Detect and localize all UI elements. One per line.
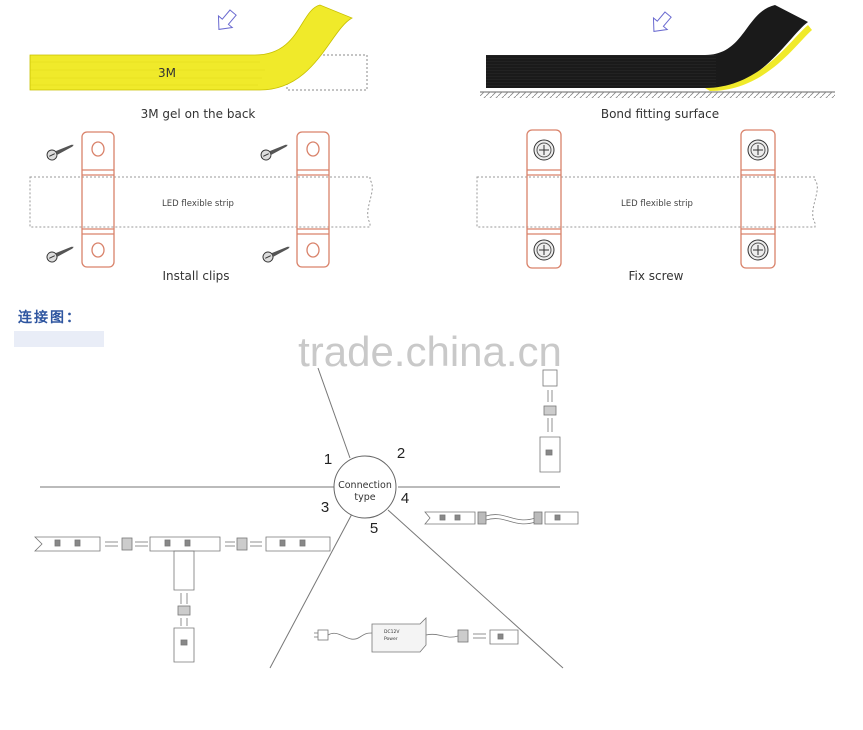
connection-number-2: 2 bbox=[397, 445, 405, 462]
divider-lines bbox=[40, 367, 564, 669]
hub-circle bbox=[333, 455, 397, 519]
screw-head-icon bbox=[533, 239, 555, 261]
yellow-3m-tape bbox=[29, 4, 353, 91]
power-box-label2: Power bbox=[384, 636, 398, 642]
screw-icon bbox=[260, 144, 288, 161]
led-strip-outline bbox=[476, 176, 818, 228]
hub-label-line2: type bbox=[354, 492, 375, 503]
clip-right bbox=[296, 131, 330, 268]
connection-number-4: 4 bbox=[401, 490, 409, 507]
connection-number-1: 1 bbox=[324, 451, 332, 468]
screw-icon bbox=[46, 246, 74, 263]
clip-left bbox=[81, 131, 115, 268]
caption-bond-surface: Bond fitting surface bbox=[601, 107, 719, 121]
yellow-adhesive-layer bbox=[705, 25, 812, 91]
arrow-icon bbox=[652, 11, 672, 32]
panel-install-clips: LED flexible strip Insta bbox=[29, 131, 373, 283]
title-shadow bbox=[14, 331, 104, 347]
connection-number-5: 5 bbox=[370, 520, 378, 537]
arrow-icon bbox=[217, 9, 237, 30]
power-box bbox=[371, 617, 427, 653]
section-title: 连接图： bbox=[18, 309, 82, 326]
strip-label: LED flexible strip bbox=[621, 199, 693, 209]
connection-number-3: 3 bbox=[321, 499, 329, 516]
panel-bond-surface: Bond fitting surface bbox=[480, 5, 835, 121]
led-strip-outline bbox=[29, 176, 373, 228]
panel-fix-screw: LED flexible strip Fix screw bbox=[476, 129, 818, 283]
type4-cable-connector bbox=[424, 511, 579, 525]
screw-icon bbox=[46, 144, 74, 161]
surface-hatch bbox=[480, 92, 835, 98]
type5-power-supply: DC12V Power bbox=[314, 617, 519, 653]
screw-head-icon bbox=[747, 139, 769, 161]
tape-texture bbox=[30, 61, 265, 86]
watermark: trade.china.cn bbox=[298, 328, 562, 375]
screw-head-icon bbox=[533, 139, 555, 161]
screw-head-icon bbox=[747, 239, 769, 261]
caption-install-clips: Install clips bbox=[162, 269, 229, 283]
power-output-cable bbox=[425, 629, 519, 645]
plug-icon bbox=[314, 629, 373, 641]
screw-icon bbox=[262, 246, 290, 263]
type2-vertical-connector bbox=[539, 369, 561, 473]
connection-diagram: Connection type 1 2 3 4 5 bbox=[34, 367, 579, 669]
clip-right-fixed bbox=[740, 129, 776, 269]
tape-label: 3M bbox=[158, 66, 176, 80]
type3-t-connector bbox=[34, 536, 331, 663]
caption-fix-screw: Fix screw bbox=[629, 269, 684, 283]
hub-label-line1: Connection bbox=[338, 480, 392, 491]
power-box-label1: DC12V bbox=[384, 629, 400, 635]
caption-3m-gel: 3M gel on the back bbox=[141, 107, 256, 121]
strip-texture bbox=[486, 55, 716, 88]
strip-label: LED flexible strip bbox=[162, 199, 234, 209]
panel-3m-gel: 3M 3M gel on the back bbox=[29, 4, 368, 121]
clip-left-fixed bbox=[526, 129, 562, 269]
